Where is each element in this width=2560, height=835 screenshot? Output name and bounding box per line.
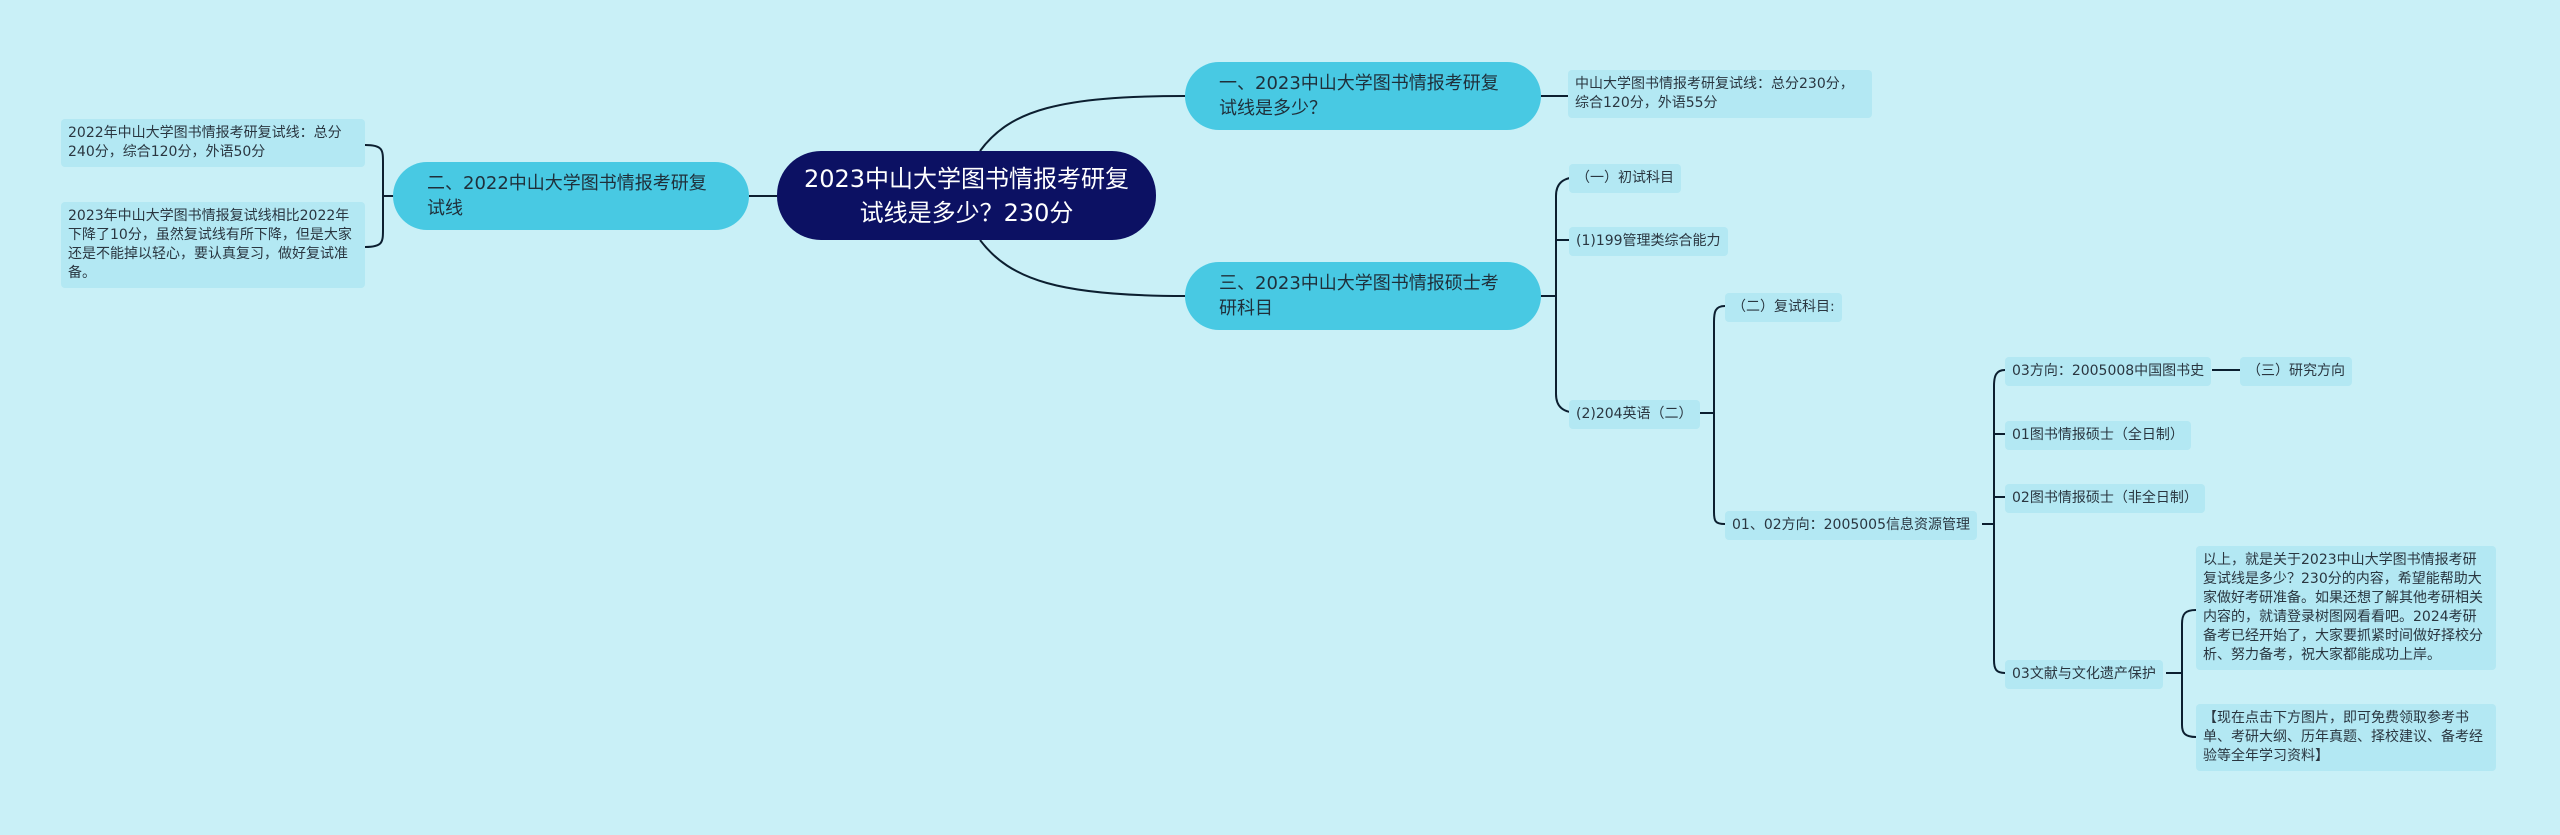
branch-1-node[interactable]: 一、2023中山大学图书情报考研复试线是多少？	[1185, 62, 1541, 130]
retest-node[interactable]: （二）复试科目:	[1725, 293, 1842, 322]
direction-0102-text: 01、02方向：2005005信息资源管理	[1732, 517, 1970, 533]
conclusion-text: 以上，就是关于2023中山大学图书情报考研复试线是多少？230分的内容，希望能帮…	[2203, 552, 2483, 663]
branch-2-title: 二、2022中山大学图书情报考研复试线	[427, 173, 707, 219]
subject-1-node[interactable]: (1)199管理类综合能力	[1569, 227, 1728, 256]
root-title: 2023中山大学图书情报考研复试线是多少？230分	[803, 164, 1130, 227]
branch-2-leaf-1-text: 2022年中山大学图书情报考研复试线：总分240分，综合120分，外语50分	[68, 125, 342, 160]
branch-1-answer-text: 中山大学图书情报考研复试线：总分230分，综合120分，外语55分	[1575, 76, 1854, 111]
fulltime-node[interactable]: 01图书情报硕士（全日制）	[2005, 421, 2191, 450]
branch-1-title: 一、2023中山大学图书情报考研复试线是多少？	[1219, 73, 1499, 119]
branch-2-leaf-2[interactable]: 2023年中山大学图书情报复试线相比2022年下降了10分，虽然复试线有所下降，…	[61, 202, 365, 288]
first-exam-text: （一）初试科目	[1576, 170, 1674, 186]
branch-3-node[interactable]: 三、2023中山大学图书情报硕士考研科目	[1185, 262, 1541, 330]
promo-text: 【现在点击下方图片，即可免费领取参考书单、考研大纲、历年真题、择校建议、备考经验…	[2203, 710, 2483, 764]
branch-2-leaf-2-text: 2023年中山大学图书情报复试线相比2022年下降了10分，虽然复试线有所下降，…	[68, 208, 352, 281]
branch-3-title: 三、2023中山大学图书情报硕士考研科目	[1219, 273, 1499, 319]
direction-03-text: 03方向：2005008中国图书史	[2012, 363, 2205, 379]
first-exam-node[interactable]: （一）初试科目	[1569, 164, 1681, 193]
subject-2-text: (2)204英语（二）	[1576, 406, 1693, 422]
branch-2-node[interactable]: 二、2022中山大学图书情报考研复试线	[393, 162, 749, 230]
direction-0102-node[interactable]: 01、02方向：2005005信息资源管理	[1725, 511, 1977, 540]
research-direction-text: （三）研究方向	[2247, 363, 2345, 379]
research-direction-node[interactable]: （三）研究方向	[2240, 357, 2352, 386]
promo-node[interactable]: 【现在点击下方图片，即可免费领取参考书单、考研大纲、历年真题、择校建议、备考经验…	[2196, 704, 2496, 771]
heritage-node[interactable]: 03文献与文化遗产保护	[2005, 660, 2163, 689]
branch-2-leaf-1[interactable]: 2022年中山大学图书情报考研复试线：总分240分，综合120分，外语50分	[61, 119, 365, 167]
conclusion-node[interactable]: 以上，就是关于2023中山大学图书情报考研复试线是多少？230分的内容，希望能帮…	[2196, 546, 2496, 670]
parttime-node[interactable]: 02图书情报硕士（非全日制）	[2005, 484, 2205, 513]
root-node[interactable]: 2023中山大学图书情报考研复试线是多少？230分	[777, 151, 1156, 240]
parttime-text: 02图书情报硕士（非全日制）	[2012, 490, 2198, 506]
branch-1-answer[interactable]: 中山大学图书情报考研复试线：总分230分，综合120分，外语55分	[1568, 70, 1872, 118]
direction-03-node[interactable]: 03方向：2005008中国图书史	[2005, 357, 2212, 386]
fulltime-text: 01图书情报硕士（全日制）	[2012, 427, 2184, 443]
subject-2-node[interactable]: (2)204英语（二）	[1569, 400, 1700, 429]
retest-text: （二）复试科目:	[1732, 299, 1835, 315]
subject-1-text: (1)199管理类综合能力	[1576, 233, 1721, 249]
heritage-text: 03文献与文化遗产保护	[2012, 666, 2156, 682]
